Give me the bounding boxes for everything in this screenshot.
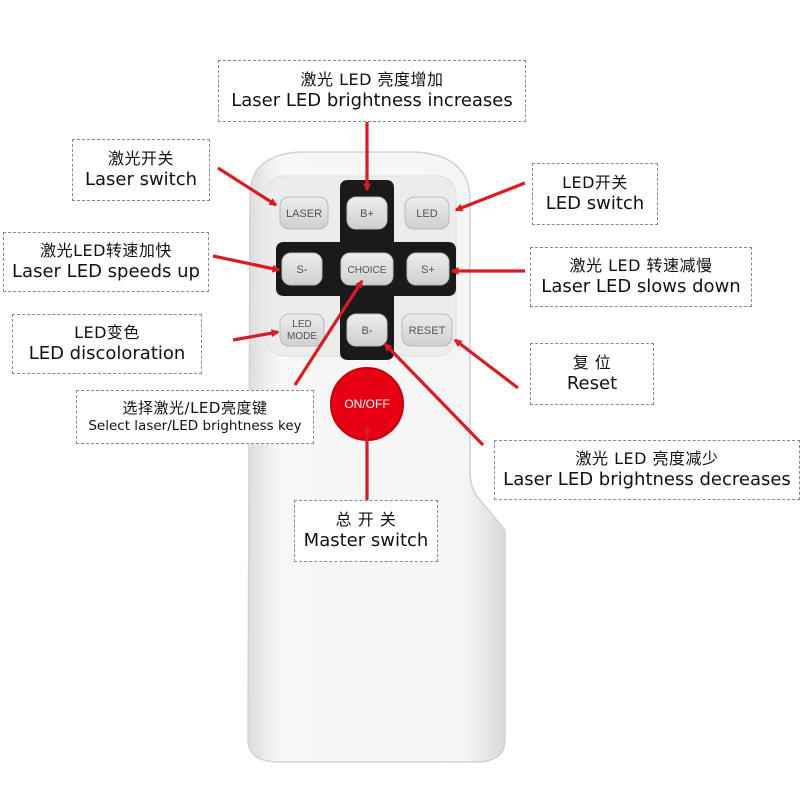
label-laser-switch-en: Laser switch: [84, 168, 198, 190]
label-led-switch-en: LED switch: [545, 192, 645, 214]
arrow-brightness-down: [383, 342, 485, 447]
led-button-label: LED: [416, 208, 437, 220]
label-speed-up-zh: 激光LED转速加快: [40, 240, 172, 260]
s-minus-button-label: S-: [297, 264, 308, 276]
choice-button[interactable]: CHOICE: [340, 252, 394, 286]
label-brightness-up-en: Laser LED brightness increases: [231, 89, 513, 111]
led-mode-label-line2: MODE: [287, 331, 317, 342]
label-select-key-zh: 选择激光/LED亮度键: [122, 399, 268, 418]
arrow-select-key: [293, 279, 364, 386]
arrow-laser-switch: [217, 166, 278, 207]
label-laser-switch: 激光开关 Laser switch: [72, 139, 210, 201]
label-master-switch-zh: 总 开 关: [335, 509, 397, 529]
label-master-switch-en: Master switch: [303, 529, 429, 551]
label-slow-down: 激光 LED 转速减慢 Laser LED slows down: [530, 247, 752, 307]
b-plus-button-label: B+: [360, 208, 374, 220]
laser-button-label: LASER: [286, 208, 322, 220]
laser-button[interactable]: LASER: [279, 196, 329, 230]
label-laser-switch-zh: 激光开关: [107, 148, 174, 168]
s-minus-button[interactable]: S-: [281, 252, 323, 286]
label-select-key-en: Select laser/LED brightness key: [88, 417, 302, 434]
label-discoloration-en: LED discoloration: [28, 342, 186, 364]
label-led-switch: LED开关 LED switch: [532, 163, 658, 225]
label-brightness-down-zh: 激光 LED 亮度减少: [575, 448, 719, 468]
arrow-speed-up: [212, 254, 281, 273]
label-select-key: 选择激光/LED亮度键 Select laser/LED brightness …: [76, 390, 314, 444]
led-mode-label-line1: LED: [292, 319, 311, 330]
label-reset: 复 位 Reset: [530, 343, 654, 405]
s-plus-button-label: S+: [421, 264, 435, 276]
arrow-discoloration: [232, 329, 280, 342]
label-speed-up-en: Laser LED speeds up: [12, 260, 200, 282]
label-brightness-down-en: Laser LED brightness decreases: [503, 468, 791, 490]
arrow-led-switch: [454, 181, 526, 212]
label-slow-down-zh: 激光 LED 转速减慢: [569, 255, 713, 275]
label-discoloration-zh: LED变色: [74, 322, 140, 342]
b-minus-button[interactable]: B-: [346, 313, 388, 347]
label-led-switch-zh: LED开关: [562, 172, 628, 192]
reset-button-label: RESET: [409, 325, 446, 337]
on-off-button-label: ON/OFF: [344, 397, 389, 411]
choice-button-label: CHOICE: [348, 265, 387, 276]
annotation-arrows: [212, 120, 526, 500]
b-minus-button-label: B-: [362, 325, 373, 337]
arrow-reset: [453, 338, 519, 390]
label-reset-zh: 复 位: [572, 352, 612, 372]
label-reset-en: Reset: [566, 372, 618, 394]
label-master-switch: 总 开 关 Master switch: [294, 500, 438, 562]
led-mode-button[interactable]: LED MODE: [279, 313, 325, 347]
label-brightness-up: 激光 LED 亮度增加 Laser LED brightness increas…: [218, 60, 526, 122]
label-slow-down-en: Laser LED slows down: [541, 275, 741, 297]
label-brightness-down: 激光 LED 亮度减少 Laser LED brightness decreas…: [494, 440, 800, 500]
label-discoloration: LED变色 LED discoloration: [12, 314, 202, 374]
reset-button[interactable]: RESET: [401, 313, 453, 347]
s-plus-button[interactable]: S+: [406, 252, 450, 286]
b-plus-button[interactable]: B+: [346, 196, 388, 230]
label-speed-up: 激光LED转速加快 Laser LED speeds up: [3, 232, 209, 292]
label-brightness-up-zh: 激光 LED 亮度增加: [300, 69, 444, 89]
led-button[interactable]: LED: [404, 196, 450, 230]
